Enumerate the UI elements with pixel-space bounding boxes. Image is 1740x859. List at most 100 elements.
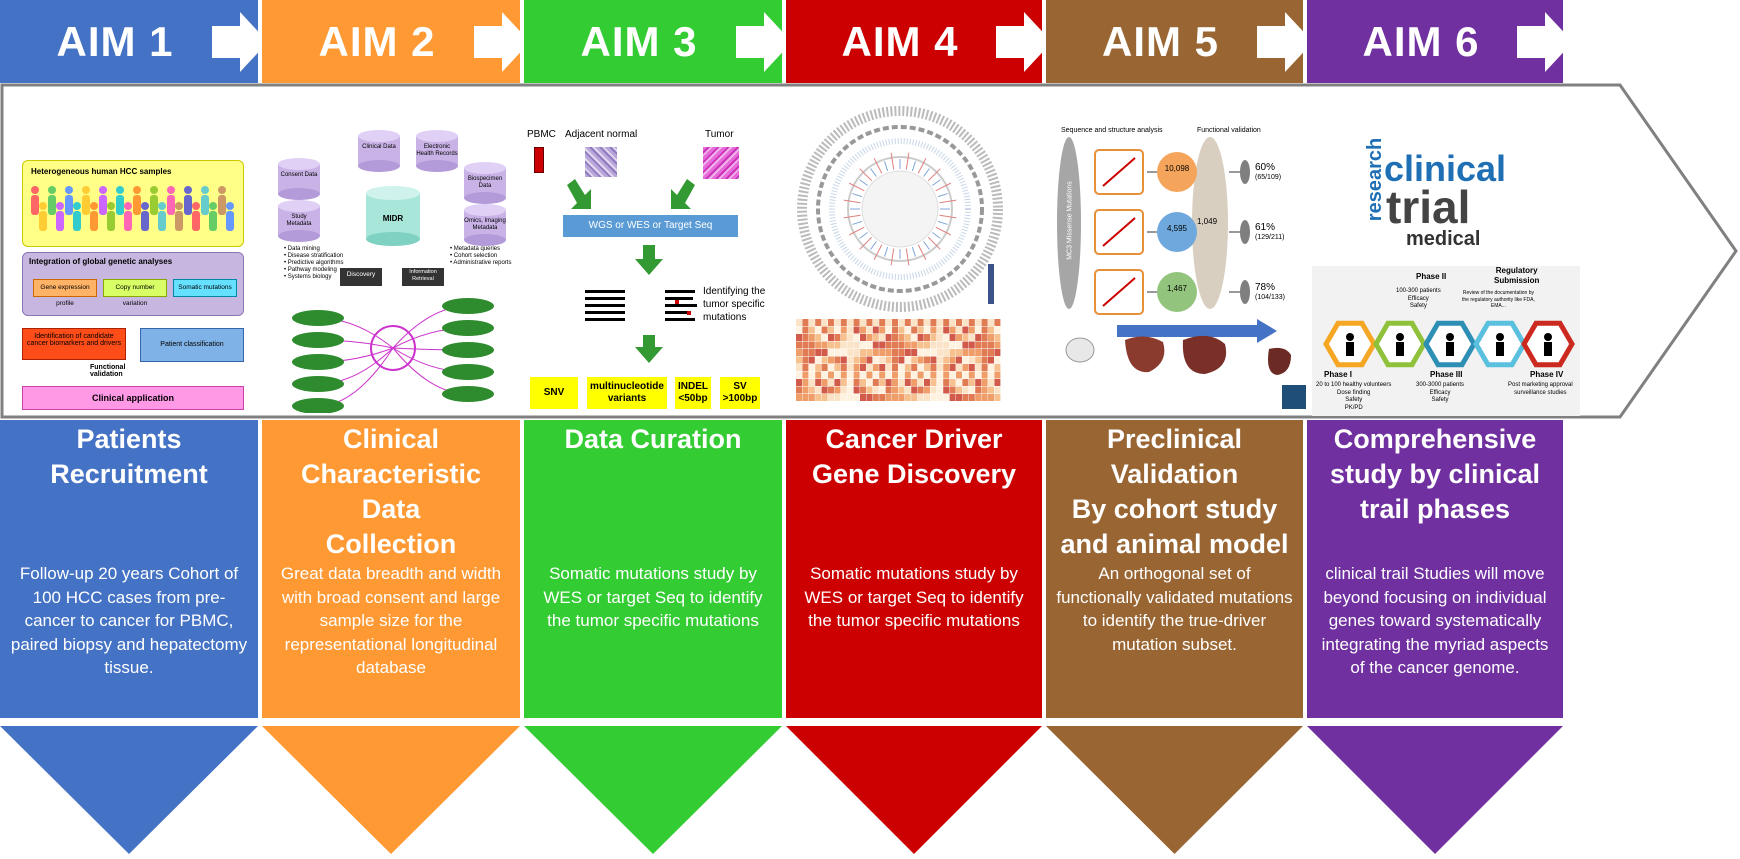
mutation-tag: SV >100bp: [720, 377, 760, 409]
word-research: research: [1364, 137, 1387, 222]
mutation-tag: SNV: [530, 377, 578, 409]
aim-1-arrow-icon: [212, 12, 268, 72]
flow-arrows: [567, 179, 697, 363]
circos-plot: [797, 106, 1003, 312]
validated-percent: 78%: [1255, 282, 1276, 293]
sequence-structure-heading: Sequence and structure analysis: [1061, 127, 1163, 134]
midr-diagram: [278, 130, 506, 413]
hcc-samples-title: Heterogeneous human HCC samples: [31, 167, 172, 176]
panel-aim2: MIDR Discovery Information Retrieval • D…: [268, 118, 518, 413]
adjacent-normal-image: [585, 147, 617, 177]
aim-4-description: Somatic mutations study by WES or target…: [804, 564, 1024, 630]
predicted-count: 10,098: [1164, 164, 1190, 173]
tumor-label: Tumor: [705, 129, 734, 140]
patient-classification-box: Patient classification: [140, 328, 244, 362]
aim-1-chevron: [0, 726, 258, 854]
midr-node-2: Electronic Health Records: [416, 144, 458, 157]
predicted-count: 4,595: [1166, 224, 1188, 233]
validated-fraction: (65/109): [1255, 174, 1282, 181]
list-item: • Disease stratification: [284, 253, 344, 259]
midr-node-4: Biospecimen Data: [467, 176, 503, 189]
discovery-label: Discovery: [346, 271, 376, 278]
phase-text-phase3: Phase III: [1430, 370, 1463, 379]
phase-text-reg: Regulatory Submission: [1494, 266, 1540, 285]
list-item: • Administrative reports: [450, 260, 512, 266]
pbmc-label: PBMC: [527, 129, 556, 140]
biomarkers-box: Identification of candidate cancer bioma…: [22, 328, 126, 360]
retrieval-list: • Metadata queries• Cohort selection• Ad…: [450, 246, 511, 267]
phase-text-phase2: Phase II: [1416, 272, 1447, 281]
aim-6-description: clinical trail Studies will move beyond …: [1321, 564, 1549, 677]
seq-box: WGS or WES or Target Seq: [563, 215, 738, 237]
list-item: • Cohort selection: [450, 253, 498, 259]
validation-flow: [1057, 137, 1306, 409]
aim-3-label: AIM 3: [580, 17, 698, 65]
gene-expression-box: Gene expression profile: [33, 279, 97, 307]
word-cloud: clinical trial medical research: [1350, 88, 1516, 266]
validated-percent: 61%: [1255, 222, 1276, 233]
aim-6-title: Comprehensive study by clinical trail ph…: [1329, 424, 1541, 524]
phase-text-phase1-desc: 20 to 100 healthy volunteers Dose findin…: [1316, 382, 1392, 411]
panel-aim5: Sequence and structure analysis Function…: [1055, 125, 1310, 417]
aim-5-column: Preclinical Validation By cohort study a…: [1046, 420, 1303, 718]
bottom-chevrons: [0, 726, 1563, 854]
word-clinical: clinical: [1384, 148, 1507, 189]
aim-4-chevron: [786, 726, 1042, 854]
aim-3-title: Data Curation: [564, 424, 742, 454]
aim-4-arrow-icon: [996, 12, 1052, 72]
aim-6-arrow-icon: [1517, 12, 1573, 72]
phases-panel: Phase II 100-300 patients Efficacy Safety…: [1312, 266, 1580, 416]
phase-text-reg-desc: Review of the documentation by the regul…: [1462, 290, 1535, 309]
aim-1-title: Patients Recruitment: [50, 424, 208, 489]
aim-2-description: Great data breadth and width with broad …: [280, 564, 502, 677]
mid-count: 1,049: [1197, 217, 1218, 226]
somatic-mutations-box: Somatic mutations: [173, 279, 237, 297]
aim-1-label: AIM 1: [56, 17, 174, 65]
people-icons: [31, 186, 234, 231]
mc3-side-label: MC3 Missense Mutations: [1066, 181, 1074, 260]
phase-text-phase2-desc: 100-300 patients Efficacy Safety: [1396, 288, 1441, 309]
midr-node-5: Study Metadata: [286, 214, 312, 227]
aim-3-arrow-icon: [736, 12, 792, 72]
clinical-application-box: Clinical application: [22, 386, 244, 410]
aim-4-label: AIM 4: [841, 17, 959, 65]
validated-fraction: (104/133): [1255, 294, 1285, 301]
identify-label: Identifying the tumor specific mutations: [703, 286, 766, 323]
midr-label: MIDR: [382, 214, 404, 223]
aim-5-title: Preclinical Validation By cohort study a…: [1060, 424, 1289, 559]
aim-2-label: AIM 2: [318, 17, 436, 65]
aim-3-description: Somatic mutations study by WES or target…: [543, 564, 763, 630]
aim-4-title: Cancer Driver Gene Discovery: [811, 424, 1017, 489]
aim-5-chevron: [1046, 726, 1303, 854]
list-item: • Data mining: [284, 246, 320, 252]
word-trial: trial: [1386, 181, 1471, 233]
word-medical: medical: [1406, 228, 1481, 250]
panel-aim1: Heterogeneous human HCC samples Integrat…: [20, 158, 245, 413]
aim-2-title: Clinical Characteristic Data Collection: [300, 424, 482, 559]
validated-percent: 60%: [1255, 162, 1276, 173]
functional-validation-heading: Functional validation: [1197, 127, 1261, 134]
phase-hexagons: [1323, 320, 1575, 368]
midr-node-3: Consent Data: [280, 172, 318, 178]
integration-title: Integration of global genetic analyses: [29, 257, 173, 266]
pbmc-tube: [534, 147, 544, 173]
aim-5-description: An orthogonal set of functionally valida…: [1056, 564, 1293, 654]
hcc-samples-box: Heterogeneous human HCC samples: [22, 160, 244, 247]
validated-fraction: (129/211): [1255, 234, 1285, 241]
list-item: • Pathway modeling: [284, 267, 337, 273]
aim-6-label: AIM 6: [1362, 17, 1480, 65]
midr-node-6: Omics, Imaging Metadata: [464, 218, 506, 231]
mutation-tag: multinucleotide variants: [587, 377, 667, 409]
list-item: • Metadata queries: [450, 246, 501, 252]
aim-3-chevron: [524, 726, 782, 854]
copy-number-box: Copy number variation: [103, 279, 167, 307]
phase-text-phase1: Phase I: [1324, 370, 1353, 379]
aim-6-chevron: [1307, 726, 1563, 854]
integration-box: Integration of global genetic analyses G…: [22, 252, 244, 316]
panel-aim4: [790, 104, 1005, 416]
discovery-list: • Data mining• Disease stratification • P…: [284, 246, 343, 281]
retrieval-label: Information Retrieval: [409, 269, 437, 282]
